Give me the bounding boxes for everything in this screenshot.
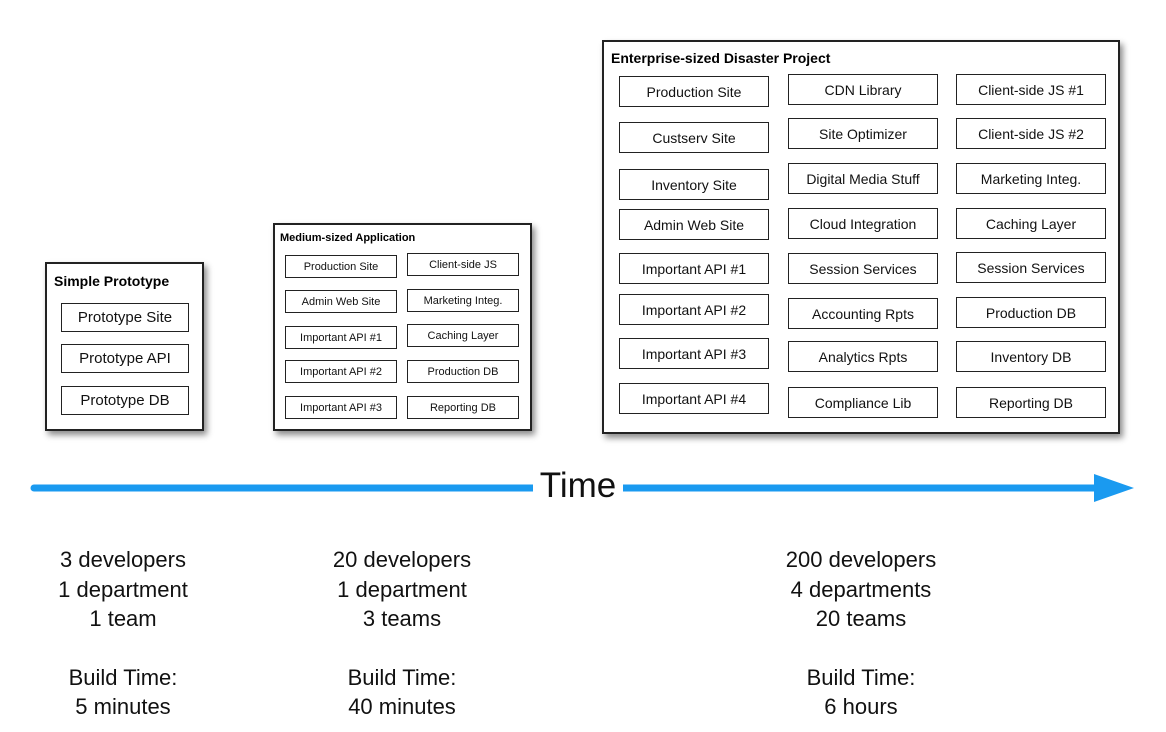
- departments-count: 1 department: [337, 576, 467, 602]
- component-box: Session Services: [788, 253, 938, 284]
- time-label: Time: [533, 466, 623, 506]
- component-box: Digital Media Stuff: [788, 163, 938, 194]
- component-box: Important API #4: [619, 383, 769, 414]
- build-time-label: Build Time:: [68, 664, 178, 690]
- component-box: Important API #2: [619, 294, 769, 325]
- component-box: Cloud Integration: [788, 208, 938, 239]
- component-box: Important API #1: [285, 326, 397, 349]
- component-box: Production Site: [619, 76, 769, 107]
- component-box: Inventory Site: [619, 169, 769, 200]
- build-time-label: Build Time:: [347, 664, 457, 690]
- build-time-value: 40 minutes: [348, 694, 456, 719]
- component-box: Production DB: [956, 297, 1106, 328]
- enterprise-stats: 200 developers 4 departments 20 teams Bu…: [731, 545, 991, 722]
- enterprise-project-panel: Enterprise-sized Disaster Project Produc…: [602, 40, 1120, 434]
- panel-title: Enterprise-sized Disaster Project: [611, 50, 831, 66]
- component-box: Inventory DB: [956, 341, 1106, 372]
- panel-title: Medium-sized Application: [280, 232, 416, 244]
- medium-application-panel: Medium-sized Application Production Site…: [273, 223, 532, 431]
- component-box: Site Optimizer: [788, 118, 938, 149]
- component-box: Prototype API: [61, 344, 189, 373]
- simple-prototype-panel: Simple Prototype Prototype Site Prototyp…: [45, 262, 204, 431]
- component-box: Production DB: [407, 360, 519, 383]
- developers-count: 20 developers: [332, 547, 472, 572]
- component-box: CDN Library: [788, 74, 938, 105]
- component-box: Caching Layer: [956, 208, 1106, 239]
- component-box: Reporting DB: [956, 387, 1106, 418]
- component-box: Client-side JS #1: [956, 74, 1106, 105]
- component-box: Important API #2: [285, 360, 397, 383]
- build-time-value: 6 hours: [824, 694, 898, 719]
- departments-count: 4 departments: [790, 576, 932, 602]
- build-time-value: 5 minutes: [75, 694, 171, 719]
- panel-title: Simple Prototype: [54, 273, 170, 289]
- component-box: Admin Web Site: [285, 290, 397, 313]
- departments-count: 1 department: [58, 576, 188, 602]
- component-box: Session Services: [956, 252, 1106, 283]
- component-box: Marketing Integ.: [407, 289, 519, 312]
- component-box: Prototype DB: [61, 386, 189, 415]
- component-box: Compliance Lib: [788, 387, 938, 418]
- component-box: Important API #3: [619, 338, 769, 369]
- component-box: Custserv Site: [619, 122, 769, 153]
- component-box: Client-side JS #2: [956, 118, 1106, 149]
- component-box: Important API #1: [619, 253, 769, 284]
- component-box: Reporting DB: [407, 396, 519, 419]
- teams-count: 20 teams: [815, 606, 907, 631]
- component-box: Prototype Site: [61, 303, 189, 332]
- teams-count: 1 team: [89, 606, 157, 631]
- prototype-stats: 3 developers 1 department 1 team Build T…: [0, 545, 253, 722]
- component-box: Analytics Rpts: [788, 341, 938, 372]
- build-time-label: Build Time:: [806, 664, 916, 690]
- component-box: Client-side JS: [407, 253, 519, 276]
- developers-count: 3 developers: [60, 547, 186, 572]
- component-box: Accounting Rpts: [788, 298, 938, 329]
- developers-count: 200 developers: [785, 547, 937, 572]
- component-box: Production Site: [285, 255, 397, 278]
- component-box: Caching Layer: [407, 324, 519, 347]
- teams-count: 3 teams: [362, 606, 442, 631]
- component-box: Admin Web Site: [619, 209, 769, 240]
- component-box: Important API #3: [285, 396, 397, 419]
- medium-stats: 20 developers 1 department 3 teams Build…: [272, 545, 532, 722]
- component-box: Marketing Integ.: [956, 163, 1106, 194]
